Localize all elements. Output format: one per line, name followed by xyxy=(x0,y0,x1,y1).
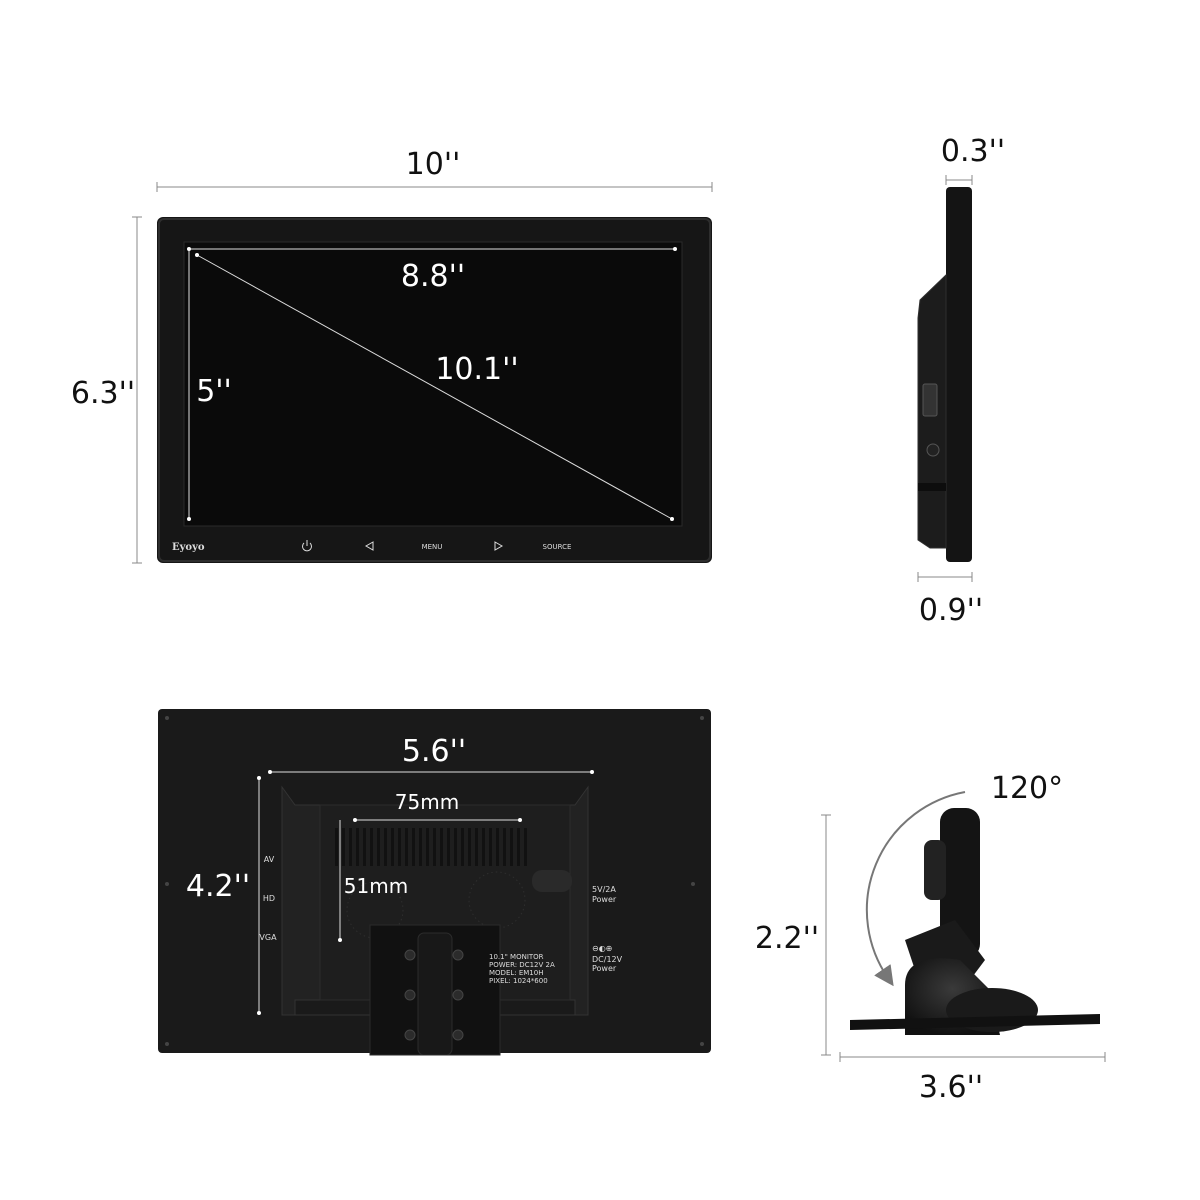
vent-slot xyxy=(440,828,443,866)
vent-slot xyxy=(363,828,366,866)
brand-logo: Eyoyo xyxy=(172,542,205,553)
source-button[interactable]: SOURCE xyxy=(543,543,572,551)
spec-line-3: MODEL: EM10H xyxy=(489,969,543,977)
vent-slot xyxy=(433,828,436,866)
mount-width-label: 5.6'' xyxy=(402,734,466,769)
panel-thickness-label: 0.3'' xyxy=(941,134,1005,169)
vent-slot xyxy=(524,828,527,866)
mount-bracket xyxy=(940,808,980,958)
stand-height-label: 2.2'' xyxy=(755,921,819,956)
vent-slot xyxy=(419,828,422,866)
vent-slot xyxy=(356,828,359,866)
vent-slot xyxy=(405,828,408,866)
vent-slot xyxy=(384,828,387,866)
tilt-angle-label: 120° xyxy=(991,771,1063,806)
vent-slot xyxy=(461,828,464,866)
side-view: 0.3'' 0.9'' xyxy=(917,134,1005,628)
vent-slot xyxy=(412,828,415,866)
vent-slot xyxy=(510,828,513,866)
vesa-horizontal-label: 75mm xyxy=(395,790,459,814)
usb-port xyxy=(532,870,572,892)
dc-power-label: DC/12V xyxy=(592,955,623,964)
vesa-vertical-label: 51mm xyxy=(344,874,408,898)
vent-slot xyxy=(398,828,401,866)
hd-port-label: HD xyxy=(263,894,275,903)
tilt-arc xyxy=(865,791,966,987)
menu-button[interactable]: MENU xyxy=(422,543,443,551)
base-width-label: 3.6'' xyxy=(919,1070,983,1105)
vent-slot xyxy=(370,828,373,866)
spec-line-4: PIXEL: 1024*600 xyxy=(489,977,548,985)
vent-slot xyxy=(517,828,520,866)
power-button[interactable] xyxy=(302,540,312,552)
vent-slot xyxy=(426,828,429,866)
dc-power-label-2: Power xyxy=(592,964,617,973)
vent-slot xyxy=(489,828,492,866)
mount-height-label: 4.2'' xyxy=(186,869,250,904)
screen-width-label: 8.8'' xyxy=(401,259,465,294)
front-width-label: 10'' xyxy=(406,147,461,182)
spec-line-2: POWER: DC12V 2A xyxy=(489,961,555,969)
usb-power-label-2: Power xyxy=(592,895,617,904)
right-button-triangle-right-icon[interactable] xyxy=(494,541,504,551)
av-port-label: AV xyxy=(264,855,275,864)
screen-diagonal-line xyxy=(196,254,673,520)
vent-slot xyxy=(342,828,345,866)
stand-view: 120° 2.2'' 3.6'' xyxy=(755,771,1106,1105)
screen-height-label: 5'' xyxy=(196,374,232,409)
screen-diagonal-label: 10.1'' xyxy=(435,352,518,387)
vent-slot xyxy=(496,828,499,866)
total-depth-label: 0.9'' xyxy=(919,593,983,628)
speaker-left xyxy=(346,881,404,939)
vent-slot xyxy=(454,828,457,866)
vent-slot xyxy=(468,828,471,866)
hdmi-port xyxy=(922,383,938,417)
vent-slot xyxy=(503,828,506,866)
front-height-label: 6.3'' xyxy=(71,376,135,411)
front-view: 10'' 6.3'' 8.8'' 10.1'' 5'' Eyoyo MENU S… xyxy=(71,147,713,564)
vent-slot xyxy=(475,828,478,866)
suction-base xyxy=(850,1014,1100,1030)
side-panel xyxy=(946,187,972,562)
speaker-right xyxy=(468,871,526,929)
left-button-triangle-left-icon[interactable] xyxy=(364,541,374,551)
vent-slot xyxy=(391,828,394,866)
vent-slot xyxy=(377,828,380,866)
spec-line-1: 10.1" MONITOR xyxy=(489,953,544,961)
vent-slot xyxy=(335,828,338,866)
usb-power-label: 5V/2A xyxy=(592,885,616,894)
vent-slot xyxy=(482,828,485,866)
dc-polarity-icon: ⊖◐⊕ xyxy=(592,944,612,953)
power-icon xyxy=(302,540,312,552)
vent-slot xyxy=(349,828,352,866)
dc-port xyxy=(926,443,940,457)
back-view: 5.6'' 4.2'' 75mm 51mm AV HD VGA 5V/2A Po… xyxy=(158,709,711,1056)
vent-slot xyxy=(447,828,450,866)
vga-port-label: VGA xyxy=(259,933,277,942)
